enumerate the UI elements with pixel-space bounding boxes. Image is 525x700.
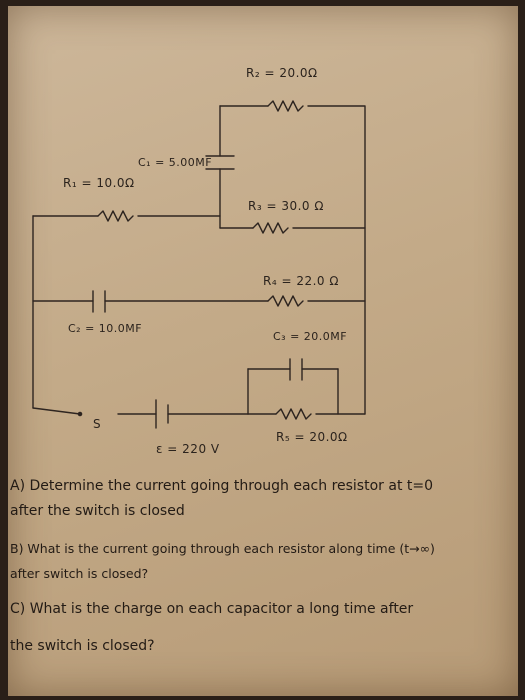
capacitor-c2 [92,290,106,313]
label-c2: C₂ = 10.0MF [68,322,143,335]
circuit-diagram [32,100,366,429]
question-c-line2: the switch is closed? [10,638,155,654]
resistor-r3 [252,222,289,234]
resistor-r5 [275,408,312,420]
switch-contact [77,411,83,417]
label-r2: R₂ = 20.0Ω [246,66,318,80]
switch-s [32,407,81,415]
label-c1: C₁ = 5.00MF [138,156,213,169]
resistor-r4 [267,295,304,307]
label-r3: R₃ = 30.0 Ω [248,199,325,213]
paper-sheet: R₂ = 20.0Ω C₁ = 5.00MF R₁ = 10.0Ω R₃ = 3… [8,6,518,696]
question-a-line2: after the switch is closed [10,503,185,519]
label-c3: C₃ = 20.0MF [273,330,348,343]
question-c-line1: C) What is the charge on each capacitor … [10,601,414,617]
resistor-r2 [267,100,304,112]
capacitor-c3 [289,358,303,381]
label-r5: R₅ = 20.0Ω [276,430,348,444]
resistor-r1 [97,210,134,222]
label-r1: R₁ = 10.0Ω [63,176,135,190]
wire-top-right [307,105,366,415]
label-r4: R₄ = 22.0 Ω [263,274,340,288]
label-switch: S [93,417,102,431]
question-a-line1: A) Determine the current going through e… [10,478,434,494]
question-b-line2: after switch is closed? [10,566,149,581]
label-emf: ε = 220 V [156,442,220,456]
battery-emf [155,399,169,429]
question-b-line1: B) What is the current going through eac… [10,541,435,556]
